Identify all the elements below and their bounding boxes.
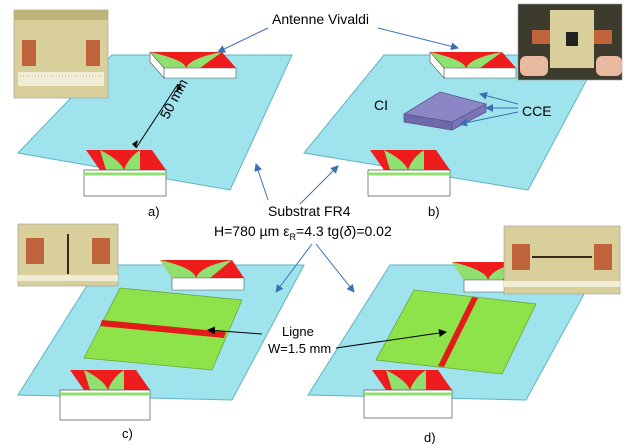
panel-a-label: a) — [148, 204, 160, 219]
substrate-arrow-a — [254, 163, 269, 201]
panel-c-label: c) — [122, 426, 133, 441]
antenna-b-back — [429, 51, 517, 79]
photo-d — [503, 225, 621, 295]
ligne-width-label: W=1.5 mm — [268, 341, 331, 356]
ligne-label: Ligne — [282, 324, 314, 339]
ci-label: CI — [374, 97, 388, 113]
antenna-arrow-left — [217, 27, 269, 53]
photo-c — [17, 223, 119, 287]
substrate-h: H=780 µm — [214, 223, 279, 239]
substrate-arrow-d — [315, 243, 355, 293]
substrate-eps-sub: R — [290, 232, 297, 242]
antenna-a-front — [83, 150, 167, 197]
substrate-eps-value: =4.3 tg( — [296, 223, 344, 239]
substrate-eps-symbol: ε — [283, 223, 289, 239]
cce-arrow-1 — [479, 91, 519, 105]
ligne-arrow-d — [335, 329, 447, 349]
antenna-b-front — [367, 150, 451, 197]
panel-b — [303, 3, 623, 197]
antenna-label: Antenne Vivaldi — [272, 11, 369, 27]
panel-b-label: b) — [428, 204, 440, 219]
antenna-arrow-right — [377, 27, 459, 51]
photo-a — [13, 9, 109, 99]
substrate-arrow-c — [275, 243, 313, 293]
antenna-c-back — [160, 260, 245, 291]
distance-arrow — [135, 83, 179, 149]
cce-label: CCE — [522, 103, 552, 119]
photo-b — [517, 3, 623, 81]
substrate-tail: )=0.02 — [352, 223, 392, 239]
panel-d-label: d) — [424, 430, 436, 444]
antenna-d-front — [363, 370, 453, 419]
substrate-delta: δ — [344, 223, 352, 239]
antenna-a-back — [149, 51, 237, 79]
antenna-c-front — [59, 370, 151, 421]
cce-arrow-3 — [459, 111, 519, 127]
ligne-arrow-c — [207, 326, 263, 335]
panel-c — [17, 223, 305, 421]
panel-a — [13, 9, 293, 197]
substrate-title: Substrat FR4 — [268, 203, 351, 219]
panel-d — [307, 225, 621, 419]
line-c — [100, 320, 226, 338]
annotation-arrows — [207, 27, 459, 349]
line-d — [438, 297, 478, 367]
substrate-arrow-b — [299, 165, 339, 205]
